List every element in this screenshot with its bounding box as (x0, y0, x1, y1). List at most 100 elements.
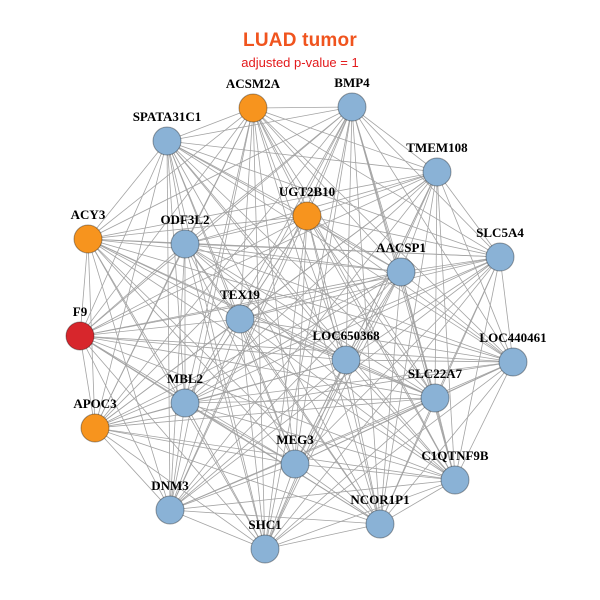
graph-edge (79, 318, 241, 337)
graph-edge (345, 256, 501, 361)
graph-edge (169, 463, 296, 511)
graph-edge (379, 271, 402, 525)
graph-edge (436, 171, 514, 363)
graph-edge (252, 107, 514, 363)
graph-edge (239, 318, 266, 550)
graph-edge (166, 140, 501, 258)
graph-edge (87, 238, 456, 481)
graph-edge (79, 271, 402, 337)
node-label-spata31c1: SPATA31C1 (133, 109, 202, 124)
graph-edge (239, 271, 402, 320)
graph-edge (94, 427, 296, 465)
node-label-ncor1p1: NCOR1P1 (350, 492, 409, 507)
graph-node-tex19 (225, 304, 255, 334)
node-label-meg3: MEG3 (276, 432, 314, 447)
graph-edge (294, 397, 436, 465)
graph-edge (400, 171, 438, 273)
node-label-loc440461: LOC440461 (479, 330, 546, 345)
graph-edge (252, 107, 308, 217)
graph-edge (184, 243, 514, 363)
node-label-shc1: SHC1 (248, 517, 281, 532)
graph-edge (379, 479, 456, 525)
graph-edge (239, 318, 514, 363)
node-label-apoc3: APOC3 (73, 396, 117, 411)
graph-edge (79, 335, 266, 550)
graph-edge (94, 361, 514, 429)
graph-edge (264, 215, 308, 550)
graph-node-acsm2a (238, 93, 268, 123)
graph-edge (184, 318, 241, 404)
graph-node-shc1 (250, 534, 280, 564)
graph-edge (306, 215, 514, 363)
graph-edge (94, 397, 436, 429)
graph-edge (166, 140, 308, 217)
node-label-c1qtnf9b: C1QTNF9B (421, 448, 489, 463)
graph-edge (79, 335, 456, 481)
graph-node-bmp4 (337, 92, 367, 122)
graph-edge (87, 106, 353, 240)
graph-edge (294, 463, 381, 525)
graph-edge (166, 140, 186, 404)
graph-edge (184, 402, 266, 550)
node-label-tex19: TEX19 (220, 287, 260, 302)
graph-edge (264, 523, 381, 550)
graph-edge (79, 107, 254, 337)
graph-edge (264, 271, 402, 550)
graph-edge (169, 256, 501, 511)
node-label-tmem108: TMEM108 (406, 140, 468, 155)
graph-edge (400, 256, 501, 273)
graph-edge (436, 171, 501, 258)
graph-node-dnm3 (155, 495, 185, 525)
graph-edge (306, 106, 353, 217)
graph-edge (87, 238, 241, 320)
graph-edge (79, 256, 501, 337)
graph-node-aacsp1 (386, 257, 416, 287)
graph-edge (264, 397, 436, 550)
node-label-slc5a4: SLC5A4 (476, 225, 524, 240)
graph-edge (345, 106, 353, 361)
node-label-loc650368: LOC650368 (312, 328, 380, 343)
graph-edge (184, 107, 254, 404)
graph-node-apoc3 (80, 413, 110, 443)
graph-node-ugt2b10 (292, 201, 322, 231)
graph-edge (184, 271, 402, 404)
graph-node-slc22a7 (420, 383, 450, 413)
graph-edge (87, 238, 436, 399)
graph-edge (454, 256, 501, 481)
graph-edge (79, 335, 347, 361)
graph-edge (252, 107, 438, 173)
graph-edge (184, 243, 402, 273)
graph-edge (184, 243, 266, 550)
graph-edge (169, 171, 438, 511)
graph-edge (169, 271, 402, 511)
graph-edge (351, 106, 438, 173)
graph-edge (184, 243, 381, 525)
graph-edge (166, 106, 353, 142)
graph-edge (345, 359, 436, 399)
graph-edge (379, 171, 438, 525)
graph-edge (94, 402, 186, 429)
graph-edge (169, 107, 254, 511)
graph-edge (94, 140, 168, 429)
graph-edge (87, 238, 171, 511)
plot-subtitle: adjusted p-value = 1 (241, 55, 359, 70)
graph-edge (184, 106, 353, 245)
graph-edge (166, 140, 514, 363)
node-label-f9: F9 (73, 304, 88, 319)
graph-edge (169, 479, 456, 511)
graph-edge (252, 107, 381, 525)
node-label-slc22a7: SLC22A7 (408, 366, 463, 381)
graph-edge (499, 256, 514, 363)
graph-edge (306, 171, 438, 217)
graph-edge (184, 256, 501, 404)
graph-edge (294, 463, 456, 481)
graph-edge (87, 140, 168, 240)
graph-edge (252, 107, 501, 258)
graph-edge (306, 215, 402, 273)
graph-edge (306, 215, 347, 361)
graph-edge (79, 106, 353, 337)
graph-node-loc650368 (331, 345, 361, 375)
graph-edge (94, 427, 381, 525)
